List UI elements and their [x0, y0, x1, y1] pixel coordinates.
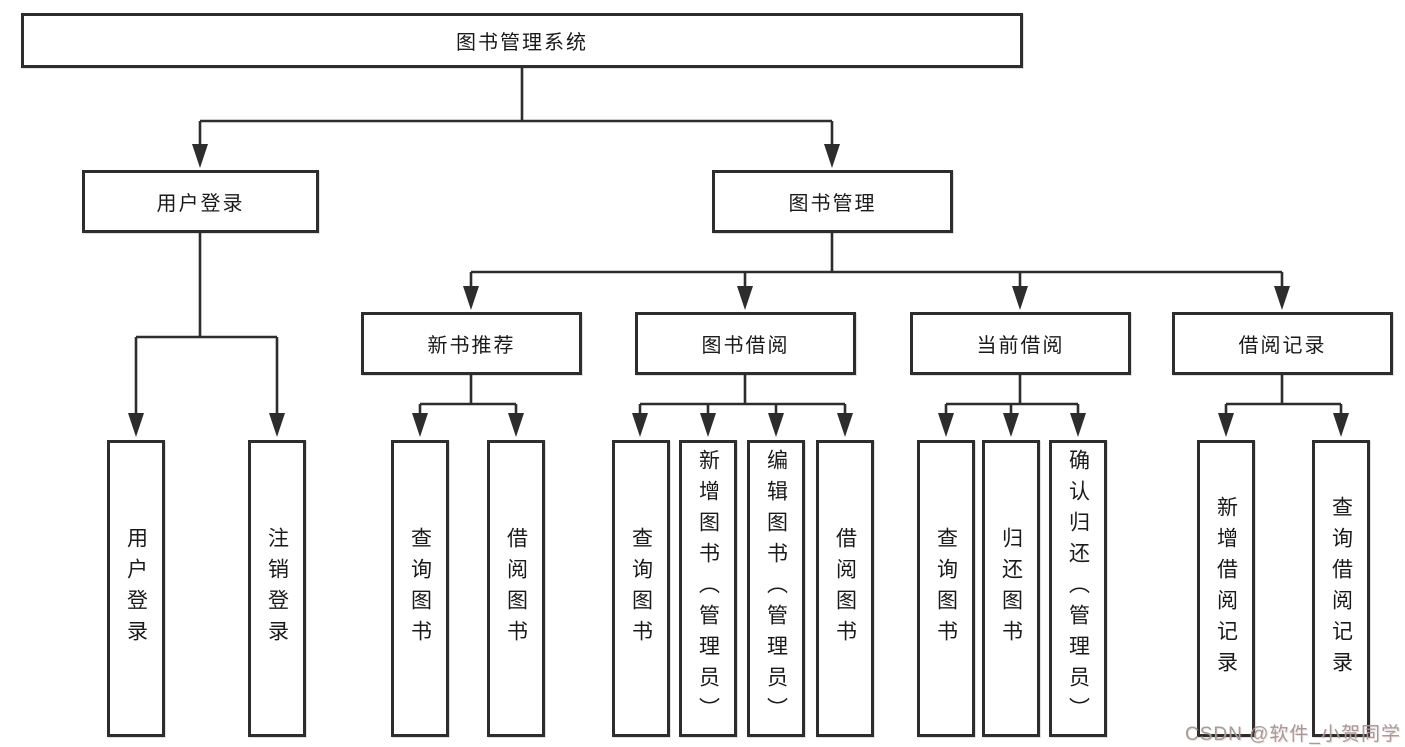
node-label: 图书借阅	[701, 335, 790, 357]
leaf-borrow-books-recommend: 借阅图书	[487, 440, 545, 737]
leaf-label: 查询借阅记录	[1329, 495, 1353, 682]
leaf-borrow-books: 借阅图书	[816, 440, 874, 737]
leaf-label: 查询图书	[629, 526, 653, 651]
arrowheads	[128, 144, 1349, 437]
node-label: 用户登录	[156, 193, 245, 215]
leaf-label: 归还图书	[999, 526, 1023, 651]
leaf-user-login: 用户登录	[107, 440, 165, 737]
leaf-label: 借阅图书	[504, 526, 528, 651]
node-label: 借阅记录	[1238, 335, 1327, 357]
leaf-edit-books-admin: 编辑图书（管理员）	[747, 440, 805, 737]
csdn-watermark: CSDN @软件_小贺同学	[1185, 724, 1401, 745]
leaf-label: 编辑图书（管理员）	[764, 449, 788, 728]
leaf-label: 注销登录	[265, 526, 289, 651]
node-book-borrow: 图书借阅	[635, 312, 856, 375]
leaf-label: 新增借阅记录	[1214, 495, 1238, 682]
leaf-query-books-current: 查询图书	[917, 440, 975, 737]
leaf-label: 查询图书	[934, 526, 958, 651]
node-label: 图书管理	[788, 193, 877, 215]
leaf-label: 查询图书	[408, 526, 432, 651]
node-label: 新书推荐	[427, 335, 516, 357]
leaf-add-borrow-record: 新增借阅记录	[1197, 440, 1255, 737]
leaf-label: 确认归还（管理员）	[1066, 449, 1090, 728]
leaf-logout-login: 注销登录	[248, 440, 306, 737]
node-new-book-recommend: 新书推荐	[361, 312, 582, 375]
leaf-query-books-recommend: 查询图书	[391, 440, 449, 737]
leaf-confirm-return-admin: 确认归还（管理员）	[1049, 440, 1107, 737]
node-label: 图书管理系统	[456, 32, 588, 54]
node-user-login: 用户登录	[82, 170, 319, 233]
leaf-add-books-admin: 新增图书（管理员）	[679, 440, 737, 737]
node-label: 当前借阅	[976, 335, 1065, 357]
node-book-management: 图书管理	[712, 170, 953, 233]
node-current-borrow: 当前借阅	[910, 312, 1131, 375]
leaf-label: 借阅图书	[833, 526, 857, 651]
leaf-query-borrow-record: 查询借阅记录	[1312, 440, 1370, 737]
node-root-system: 图书管理系统	[21, 13, 1023, 68]
node-borrow-records: 借阅记录	[1172, 312, 1393, 375]
leaf-query-books-borrow: 查询图书	[612, 440, 670, 737]
leaf-label: 新增图书（管理员）	[696, 449, 720, 728]
leaf-label: 用户登录	[124, 526, 148, 651]
leaf-return-books: 归还图书	[982, 440, 1040, 737]
